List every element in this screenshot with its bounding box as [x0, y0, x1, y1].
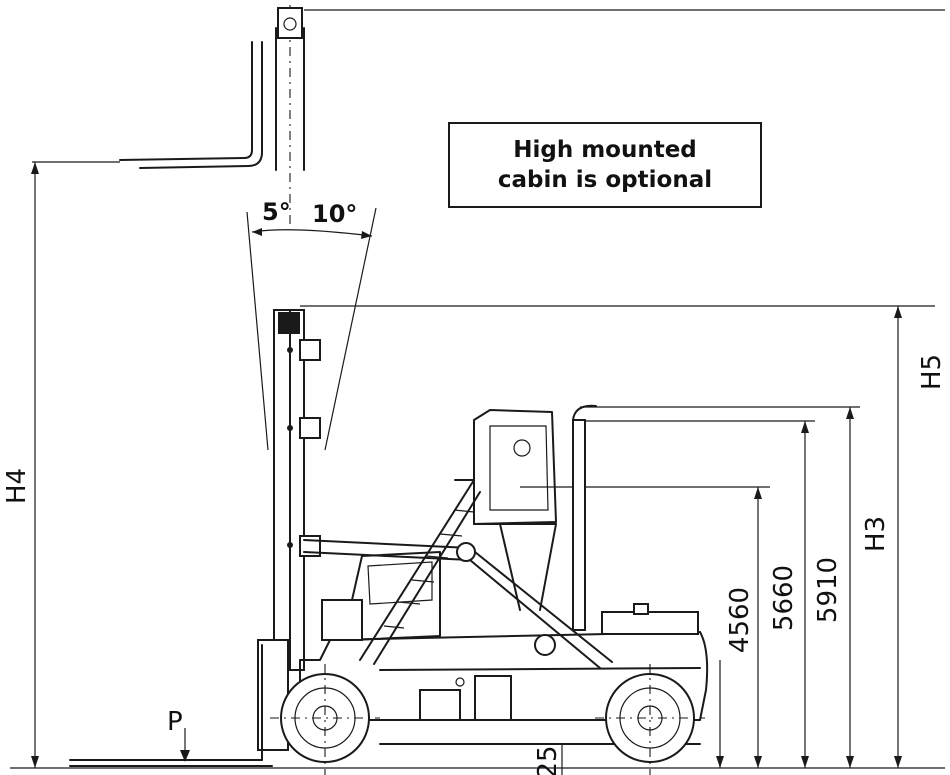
load-point-label: P — [167, 707, 183, 737]
reference-lines — [10, 9, 945, 769]
h5-dimension: H5 — [894, 306, 947, 768]
dim-4560-label: 4560 — [725, 587, 755, 653]
load-point-marker: P — [167, 707, 190, 762]
stairs — [359, 479, 481, 665]
lowered-fork — [69, 639, 289, 767]
lower-cabin — [321, 551, 441, 641]
note-line-1: High mounted — [513, 137, 697, 163]
dim-4560: 4560 — [716, 587, 755, 768]
chassis — [299, 603, 709, 745]
rear-wheel — [595, 664, 705, 775]
tilt-angle-indicator: 5° 10° — [246, 198, 377, 451]
h4-dimension: H4 — [2, 162, 39, 768]
dim-5910-label: 5910 — [813, 557, 843, 623]
exhaust-pipe — [572, 404, 597, 631]
high-cabin-note: High mounted cabin is optional — [448, 122, 762, 208]
ground-clearance-dimension: 25 — [533, 744, 563, 775]
extended-mast — [275, 5, 305, 230]
dim-5660: 5660 — [754, 487, 799, 768]
h3-dimension: H3 — [846, 407, 891, 768]
ground-clearance-label: 25 — [533, 745, 563, 775]
forward-tilt-label: 5° — [262, 198, 291, 226]
front-wheel — [270, 664, 380, 775]
h4-label: H4 — [2, 468, 32, 504]
note-line-2: cabin is optional — [497, 167, 713, 193]
mast — [273, 309, 321, 671]
h3-label: H3 — [861, 516, 891, 552]
extended-fork — [119, 41, 263, 169]
high-cabin — [454, 409, 557, 611]
backward-tilt-label: 10° — [312, 200, 357, 228]
dim-5910: 5910 — [801, 421, 843, 768]
h5-label: H5 — [917, 354, 947, 390]
dim-5660-label: 5660 — [769, 565, 799, 631]
